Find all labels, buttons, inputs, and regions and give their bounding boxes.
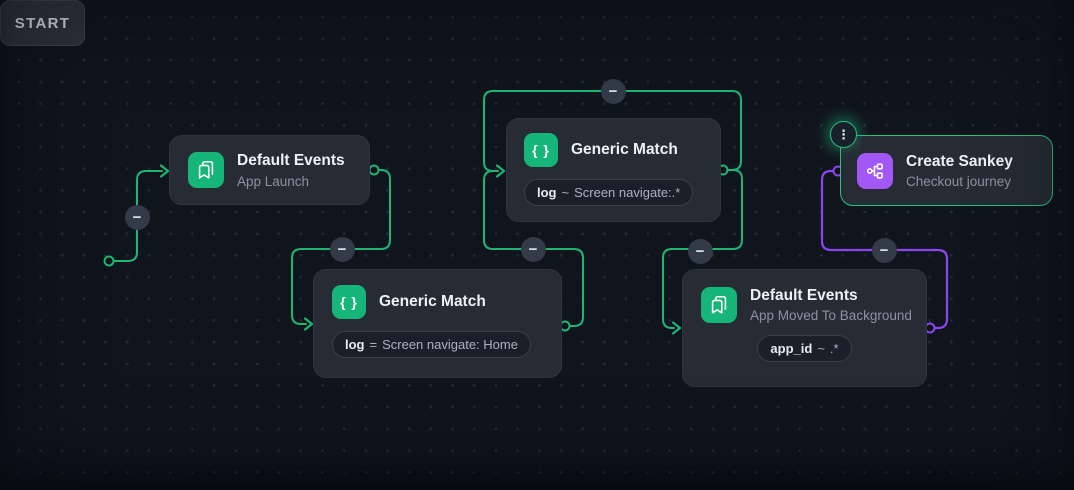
node-title: Generic Match — [571, 141, 678, 159]
node-title: Default Events — [750, 287, 858, 304]
filter-chip: log ~ Screen navigate:.* — [524, 179, 694, 206]
bookmarks-icon — [188, 152, 224, 188]
filter-operator: ~ — [817, 341, 825, 357]
arrowhead-icon — [303, 317, 314, 331]
remove-edge-button[interactable]: − — [871, 237, 897, 263]
arrowhead-icon — [671, 321, 682, 335]
node-generic-match-home[interactable]: { } Generic Match log = Screen navigate: H… — [313, 269, 562, 378]
remove-edge-button[interactable]: − — [329, 236, 355, 262]
remove-edge-button[interactable]: − — [600, 78, 626, 104]
filter-value: .* — [829, 341, 839, 357]
filter-key: log — [537, 185, 557, 200]
node-title: Create Sankey — [906, 152, 1013, 170]
filter-key: log — [345, 337, 365, 352]
filter-value: Screen navigate:.* — [574, 185, 681, 200]
braces-icon: { } — [332, 285, 366, 319]
output-port[interactable] — [103, 255, 115, 267]
arrowhead-icon — [159, 164, 170, 178]
filter-operator: = — [369, 337, 378, 352]
remove-edge-button[interactable]: − — [687, 238, 713, 264]
filter-chip: log = Screen navigate: Home — [332, 331, 531, 358]
node-subtitle: App Moved To Background — [750, 308, 912, 324]
output-port[interactable] — [368, 164, 380, 176]
bookmarks-icon — [701, 286, 737, 323]
node-create-sankey[interactable]: Create Sankey Checkout journey — [840, 135, 1053, 206]
node-default-events-app-launch[interactable]: Default Events App Launch — [169, 135, 370, 205]
filter-value: Screen navigate: Home — [382, 337, 518, 352]
filter-key: app_id — [770, 341, 813, 357]
node-subtitle: Checkout journey — [906, 174, 1012, 190]
braces-icon: { } — [524, 133, 558, 167]
node-start[interactable]: START — [0, 0, 85, 46]
arrowhead-icon — [495, 164, 506, 178]
remove-edge-button[interactable]: − — [520, 236, 546, 262]
node-default-events-background[interactable]: Default Events App Moved To Background a… — [682, 269, 927, 387]
filter-chip: app_id~.* — [757, 335, 852, 363]
node-generic-match-any[interactable]: { } Generic Match log ~ Screen navigate:.* — [506, 118, 721, 222]
node-title: Default Events — [237, 152, 345, 170]
remove-edge-button[interactable]: − — [124, 204, 150, 230]
node-menu-button[interactable]: ⋮ — [830, 121, 857, 148]
node-subtitle: App Launch — [237, 173, 310, 189]
sankey-icon — [857, 152, 893, 189]
filter-operator: ~ — [561, 185, 570, 200]
node-title: Generic Match — [379, 293, 486, 311]
